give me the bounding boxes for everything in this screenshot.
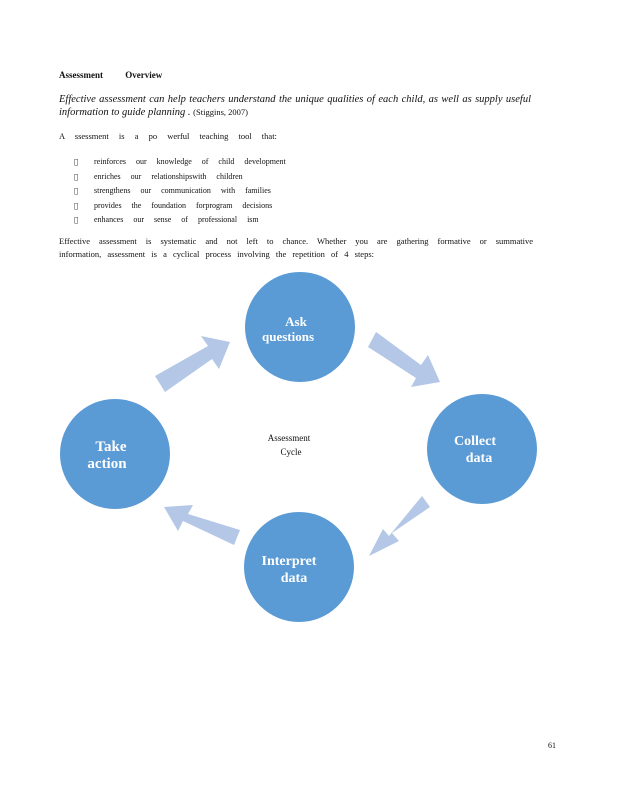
step-label: data [466, 451, 492, 466]
bullet-icon:  [74, 170, 94, 185]
step-take-action: Take action [60, 399, 170, 509]
bullet-icon:  [74, 184, 94, 199]
arrow-ask-to-collect [368, 332, 440, 387]
list-item-text: enriches our relationshipswith children [94, 171, 243, 181]
cycle-center-label: Cycle [281, 447, 302, 457]
arrow-take-to-ask [155, 336, 230, 392]
benefits-list: reinforces our knowledge of child devel… [74, 155, 286, 228]
list-item-text: reinforces our knowledge of child develo… [94, 157, 286, 166]
step-label: Interpret [262, 554, 317, 569]
cycle-description: Effective assessment is systematic and n… [59, 236, 533, 259]
step-label: Collect [454, 434, 496, 449]
step-label: data [281, 571, 307, 586]
step-circle [245, 272, 355, 382]
list-item: reinforces our knowledge of child devel… [74, 155, 286, 170]
list-item: enriches our relationshipswith children [74, 170, 286, 185]
arrow-collect-to-interpret [369, 496, 430, 556]
page-number: 61 [548, 741, 556, 750]
bullet-icon:  [74, 199, 94, 214]
step-label: questions [262, 329, 314, 344]
step-label: Take [95, 439, 126, 455]
step-label: Ask [285, 314, 307, 329]
step-ask-questions: Ask questions [245, 272, 355, 382]
bullet-icon:  [74, 155, 94, 170]
step-label: action [87, 456, 127, 472]
intro-line: A ssessment is a po werful teaching tool… [59, 131, 277, 141]
bullet-icon:  [74, 213, 94, 228]
quote-paragraph: Effective assessment can help teachers u… [59, 93, 531, 119]
list-item: provides the foundation forprogram deci… [74, 199, 286, 214]
list-item-text: strengthens our communication with famil… [94, 186, 271, 195]
step-collect-data: Collect data [427, 394, 537, 504]
list-item-text: enhances our sense of professional ism [94, 215, 259, 224]
quote-citation: (Stiggins, 2007) [193, 107, 248, 117]
list-item: strengthens our communication with fami… [74, 184, 286, 199]
list-item: enhances our sense of professional ism [74, 213, 286, 228]
cycle-center-label: Assessment [268, 433, 311, 443]
list-item-text: provides the foundation forprogram decis… [94, 200, 273, 210]
step-circle [60, 399, 170, 509]
quote-text: Effective assessment can help teachers u… [59, 94, 531, 118]
step-circle [427, 394, 537, 504]
section-heading: Assessment Overview [59, 70, 163, 80]
assessment-cycle-diagram: Ask questions Collect data Interpret dat… [60, 272, 537, 622]
step-interpret-data: Interpret data [244, 512, 354, 622]
step-circle [244, 512, 354, 622]
arrow-interpret-to-take [164, 505, 240, 545]
